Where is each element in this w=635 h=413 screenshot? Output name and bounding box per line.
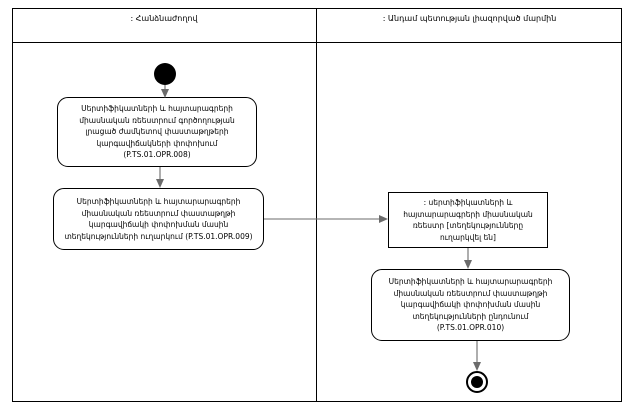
- activity-final-node-core: [471, 376, 483, 388]
- action-node-opr-008[interactable]: Սերտիֆիկատների և հայտարագրերի միասնական …: [57, 97, 257, 167]
- swimlane-title-commission: : Հանձնաժողով: [130, 14, 198, 23]
- object-node-unified-registry[interactable]: : սերտիֆիկատների և հայտարարագրերի միասնա…: [388, 192, 548, 248]
- object-node-unified-registry-label: : սերտիֆիկատների և հայտարարագրերի միասնա…: [403, 198, 533, 242]
- swimlane-vertical-divider: [316, 8, 317, 402]
- action-node-opr-009-label: Սերտիֆիկատների և հայտարարագրերի միասնակա…: [64, 197, 253, 241]
- initial-node: [154, 63, 176, 85]
- activity-final-node: [466, 371, 488, 393]
- action-node-opr-010[interactable]: Սերտիֆիկատների և հայտարարագրերի միասնակա…: [371, 269, 570, 341]
- action-node-opr-008-label: Սերտիֆիկատների և հայտարագրերի միասնական …: [79, 104, 235, 160]
- swimlane-header-divider: [12, 42, 622, 43]
- action-node-opr-009[interactable]: Սերտիֆիկատների և հայտարարագրերի միասնակա…: [53, 188, 264, 250]
- action-node-opr-010-label: Սերտիֆիկատների և հայտարարագրերի միասնակա…: [388, 277, 553, 333]
- swimlane-title-member-state-body: : Անդամ պետության լիազորված մարմին: [382, 14, 557, 23]
